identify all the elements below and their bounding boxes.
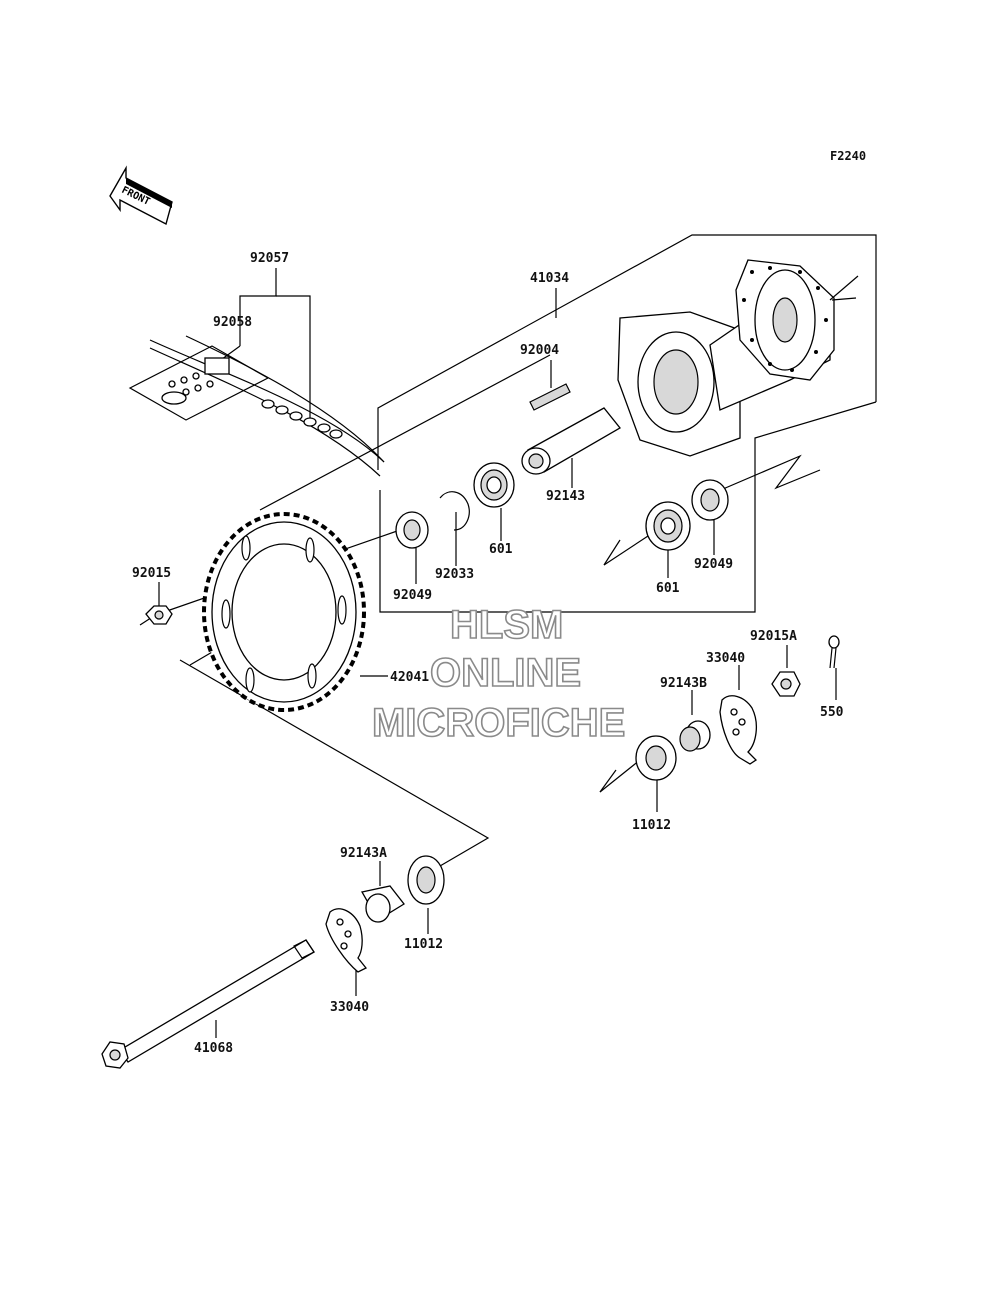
- watermark-line2: ONLINE: [430, 651, 581, 695]
- label-11012-right: 11012: [632, 818, 671, 833]
- label-42041: 42041: [390, 670, 429, 685]
- label-601-left: 601: [489, 542, 513, 557]
- part-labels: 92057 92058 41034 92004 92143 601 92033 …: [132, 251, 844, 1056]
- collar-left: [360, 885, 405, 923]
- watermark-line1: HLSM: [450, 603, 563, 647]
- label-92049-left: 92049: [393, 588, 432, 603]
- oil-seal-right: [691, 479, 729, 521]
- cotter-pin: [828, 635, 840, 669]
- label-92143B: 92143B: [660, 676, 707, 691]
- collar-right: [679, 720, 711, 752]
- label-33040-left: 33040: [330, 1000, 369, 1015]
- label-92057: 92057: [250, 251, 289, 266]
- label-550: 550: [820, 705, 844, 720]
- bearing-right: [645, 501, 691, 551]
- chain-adjuster-right: [719, 695, 758, 765]
- label-41034: 41034: [530, 271, 569, 286]
- label-92015A: 92015A: [750, 629, 797, 644]
- chain-adjuster-left: [325, 908, 368, 973]
- hub-stud: [529, 383, 571, 411]
- bearing-left: [473, 462, 515, 508]
- label-33040-right: 33040: [706, 651, 745, 666]
- cover-left: [407, 855, 445, 905]
- sprocket-nut: [145, 605, 173, 625]
- label-11012-left: 11012: [404, 937, 443, 952]
- figure-code: F2240: [830, 149, 866, 163]
- watermark: HLSM ONLINE MICROFICHE: [371, 602, 626, 746]
- hub-assembly-box: [377, 234, 877, 613]
- label-92143A: 92143A: [340, 846, 387, 861]
- chain-joint-kit: [128, 345, 270, 421]
- rear-axle: [101, 939, 315, 1069]
- front-arrow-icon: FRONT: [109, 165, 173, 226]
- circlip: [439, 491, 470, 531]
- drive-chain: [149, 335, 385, 477]
- label-92033: 92033: [435, 567, 474, 582]
- label-601-right: 601: [656, 581, 680, 596]
- label-41068: 41068: [194, 1041, 233, 1056]
- rear-hub: [617, 259, 859, 457]
- label-92049-right: 92049: [694, 557, 733, 572]
- distance-sleeve: [521, 407, 621, 475]
- rear-sprocket: [202, 512, 366, 712]
- cover-right: [635, 735, 677, 781]
- label-92058: 92058: [213, 315, 252, 330]
- label-92143: 92143: [546, 489, 585, 504]
- oil-seal-left: [395, 511, 429, 549]
- axle-nut: [771, 671, 801, 697]
- label-92015: 92015: [132, 566, 171, 581]
- label-92004: 92004: [520, 343, 559, 358]
- watermark-line3: MICROFICHE: [372, 701, 625, 745]
